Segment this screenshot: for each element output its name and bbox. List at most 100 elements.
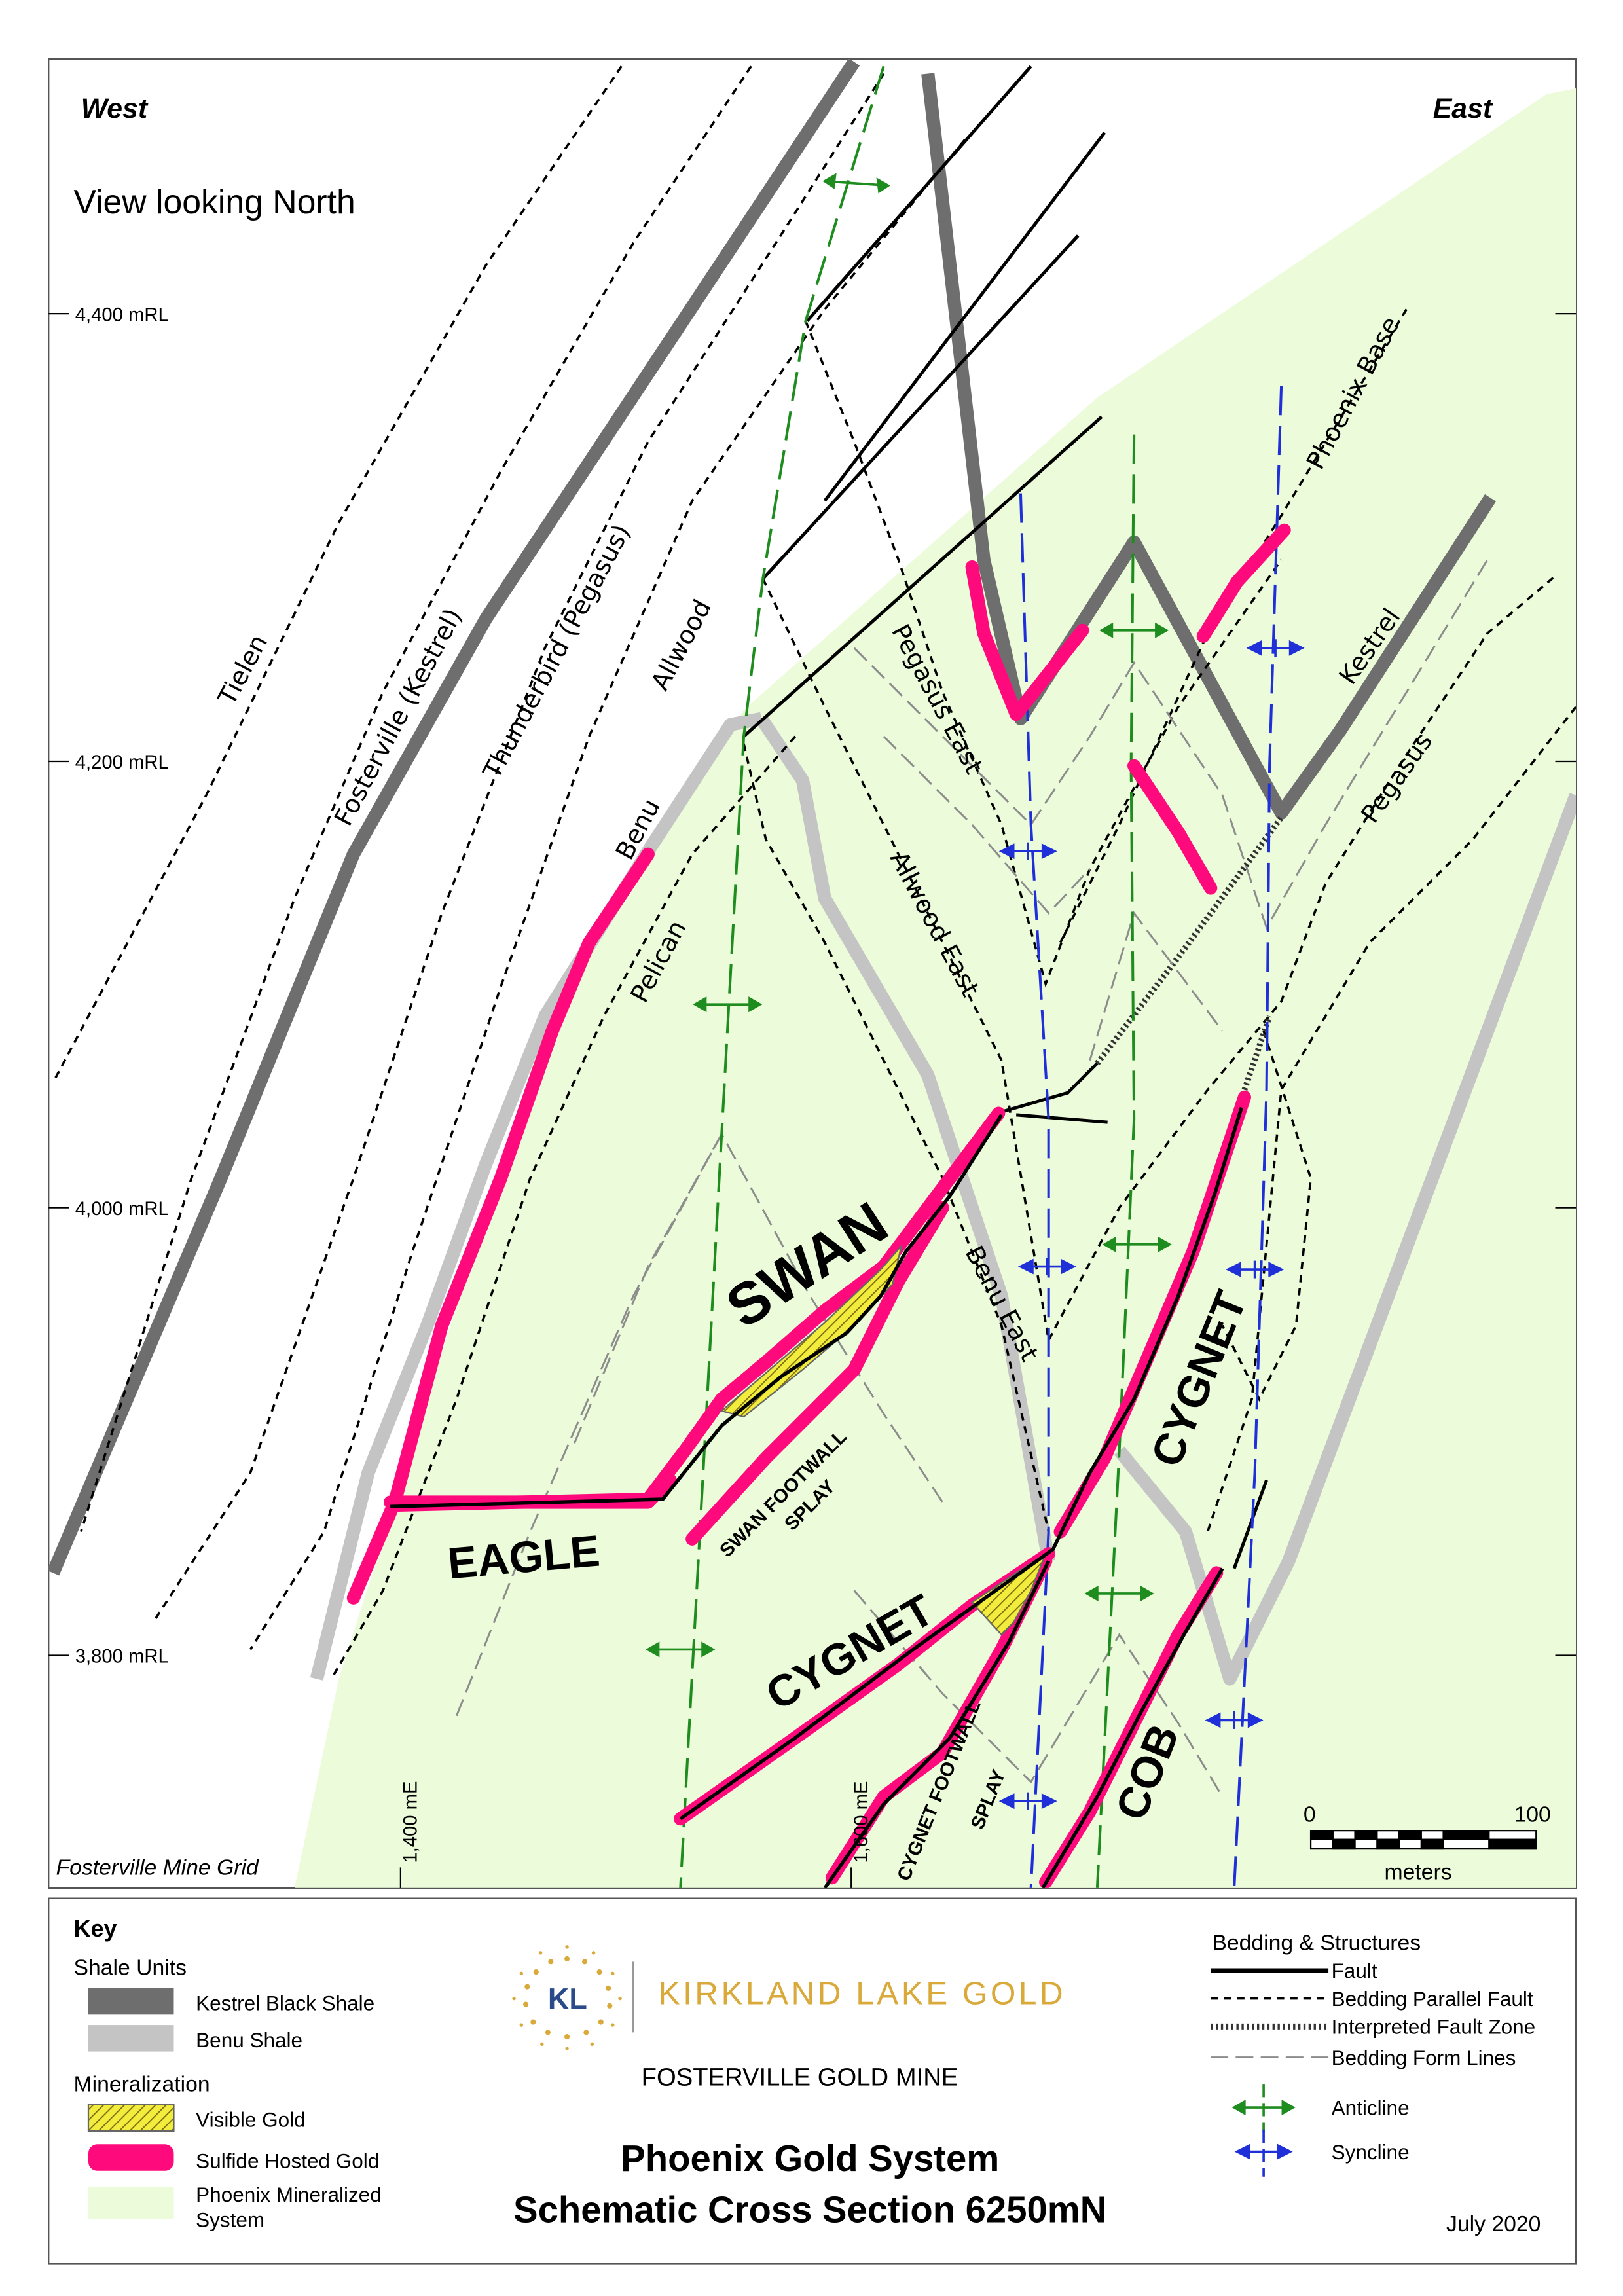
- scale-bar: [1309, 1830, 1537, 1850]
- kestrel-shale-west: [48, 58, 860, 1576]
- diagram-title: Phoenix Gold System: [621, 2138, 999, 2179]
- benu-shale-swatch: [88, 2025, 174, 2052]
- anticline-axis-1: [679, 65, 885, 1888]
- anticline-symbol: [822, 173, 890, 194]
- kestrel-shale-swatch: [88, 1988, 174, 2015]
- phoenix-base-fault: [1059, 308, 1408, 943]
- form-lines-key-label: Bedding Form Lines: [1332, 2046, 1516, 2069]
- phoenix-mineralized-system-western-lobe: [744, 710, 1577, 1888]
- anticline-axes: [679, 65, 1136, 1888]
- anticline-axis-2: [1095, 434, 1136, 1888]
- benu-shale-units: [310, 712, 1577, 1686]
- fault-cob-top: [1232, 1479, 1268, 1569]
- thunderbird-pegasus-fault: [153, 73, 885, 1621]
- syncline-axes: [1019, 386, 1283, 1888]
- syncline-symbol: [1205, 1711, 1264, 1729]
- anticline-symbol: [1084, 1585, 1154, 1602]
- mine-name: FOSTERVILLE GOLD MINE: [642, 2063, 958, 2091]
- rl-axis: [48, 313, 1577, 1656]
- anticline-key-label: Anticline: [1332, 2096, 1410, 2119]
- syncline-trace-fault: [1221, 1030, 1312, 1402]
- fault-line-2: [761, 234, 1080, 580]
- rl-label-4000: 4,000 mRL: [75, 1199, 169, 1220]
- syncline-axis-2: [1233, 386, 1283, 1888]
- shale-units-heading: Shale Units: [73, 1956, 187, 1980]
- rl-label-4200: 4,200 mRL: [75, 752, 169, 773]
- key-frame: [48, 1897, 1577, 2265]
- phoenix-system-swatch: [88, 2187, 174, 2220]
- syncline-symbol: [1246, 639, 1305, 657]
- benu-shale-key-label: Benu Shale: [196, 2028, 302, 2052]
- phoenix-base-sulfide-zone: [965, 560, 1089, 721]
- syncline-symbol: [998, 1792, 1057, 1810]
- anticline-key-symbol: [1231, 2084, 1296, 2133]
- scale-start: 0: [1304, 1802, 1316, 1827]
- benu-shale-west: [310, 712, 763, 1681]
- visible-gold-swatch: [87, 2104, 175, 2132]
- cygnet-footwall-sulfide-zone: [825, 1554, 1053, 1885]
- cygnet-visible-gold: [970, 1552, 1048, 1636]
- benu-shale-syncline: [1114, 793, 1577, 1686]
- syncline-symbol: [1017, 1258, 1076, 1276]
- rl-label-3800: 3,800 mRL: [75, 1647, 169, 1667]
- kirkland-lake-gold-logo: KL KIRKLAND LAKE GOLD: [512, 1945, 1067, 2050]
- fault-key-label: Fault: [1332, 1959, 1377, 1982]
- interpreted-fault-zone: [1095, 815, 1284, 1091]
- lode-fault-traces: [390, 1106, 1243, 1888]
- east-label: East: [1433, 93, 1493, 124]
- fault-branch-swan: [1001, 1062, 1099, 1114]
- anticline-symbol: [1099, 622, 1169, 638]
- cygnet-fault: [679, 1106, 1243, 1821]
- interpreted-fault-key-label: Interpreted Fault Zone: [1332, 2015, 1536, 2039]
- logo-initials: KL: [548, 1982, 587, 2015]
- swan-footwall-sulfide-zone: [685, 1201, 949, 1546]
- tielen-fault: [52, 65, 623, 1084]
- visible-gold-key-label: Visible Gold: [196, 2107, 305, 2131]
- syncline-key-symbol: [1234, 2129, 1293, 2177]
- fault-line-4: [742, 415, 1103, 738]
- kestrel-sulfide-zone: [1127, 759, 1218, 895]
- scale-end: 100: [1514, 1802, 1551, 1827]
- phoenix-system-key-label-1: Phoenix Mineralized: [196, 2183, 382, 2206]
- diagram-subtitle: Schematic Cross Section 6250mN: [513, 2189, 1106, 2231]
- syncline-symbol: [998, 842, 1057, 860]
- anticline-symbol: [646, 1641, 716, 1658]
- sunburst-icon: [512, 1945, 622, 2050]
- logo-company-name: KIRKLAND LAKE GOLD: [659, 1976, 1067, 2012]
- fault-branch-tail: [1015, 1113, 1108, 1124]
- mine-grid-label: Fosterville Mine Grid: [56, 1855, 259, 1880]
- eagle-sulfide-zone: [384, 1473, 677, 1509]
- benu-east-fault: [742, 743, 1050, 1532]
- anticline-symbol: [693, 996, 763, 1013]
- eagle-swan-fault: [390, 1114, 1003, 1508]
- rl-label-4400: 4,400 mRL: [75, 304, 169, 325]
- phoenix-base-sulfide-zone-east: [1196, 523, 1291, 643]
- sulfide-gold-swatch: [88, 2144, 174, 2171]
- faults: [742, 65, 1268, 1569]
- me-axis: [399, 1867, 852, 1888]
- cygnet-footwall-fault: [823, 1560, 1051, 1888]
- west-label: West: [81, 93, 149, 124]
- pegasus-fault: [1206, 706, 1577, 1533]
- pelican-fault: [330, 735, 797, 1680]
- syncline-symbols: [998, 639, 1305, 1810]
- view-label: View looking North: [73, 183, 355, 221]
- scale-unit: meters: [1385, 1859, 1452, 1884]
- cob-fault: [1041, 1567, 1224, 1888]
- me-label-1600: 1,600 mE: [851, 1781, 872, 1863]
- anticline-symbols: [646, 173, 1172, 1658]
- syncline-axis-1: [1019, 493, 1050, 1888]
- syncline-key-label: Syncline: [1332, 2140, 1410, 2164]
- fault-line-1: [805, 65, 1032, 323]
- mineralization-heading: Mineralization: [73, 2071, 210, 2096]
- sulfide-gold-key-label: Sulfide Hosted Gold: [196, 2149, 379, 2172]
- structures-heading: Bedding & Structures: [1212, 1930, 1421, 1955]
- phoenix-system-key-label-2: System: [196, 2208, 264, 2231]
- date-label: July 2020: [1446, 2212, 1541, 2236]
- benu-shale-middle: [756, 715, 1055, 1563]
- syncline-symbol: [1226, 1260, 1285, 1279]
- fosterville-kestrel-fault: [80, 65, 752, 1533]
- anticline-symbol: [1102, 1236, 1172, 1252]
- me-label-1400: 1,400 mE: [401, 1781, 422, 1863]
